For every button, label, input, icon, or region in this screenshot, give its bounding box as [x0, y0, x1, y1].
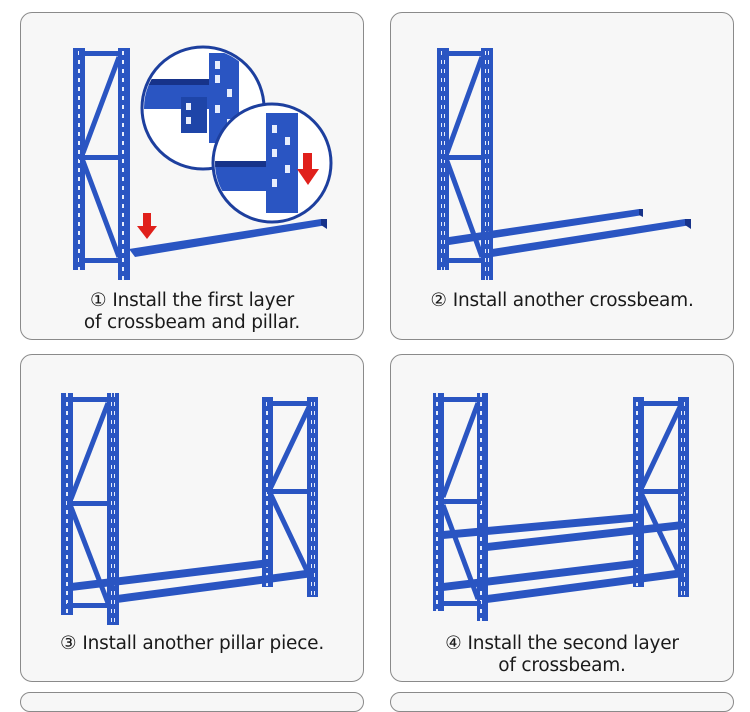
step-number: ④: [445, 633, 462, 654]
crossbeam: [443, 513, 641, 539]
step-number: ③: [59, 633, 77, 654]
pillar-frame: [633, 397, 689, 597]
step-number: ②: [430, 290, 447, 311]
step-1-illustration: [73, 45, 333, 280]
pillar-frame: [61, 393, 119, 625]
crossbeam: [492, 219, 691, 257]
step-4-illustration: [433, 393, 689, 621]
step-3-illustration: [61, 393, 318, 625]
crossbeam: [443, 559, 641, 591]
pillar-frame: [437, 48, 493, 280]
crossbeam: [71, 559, 269, 591]
down-arrow-icon: [137, 213, 157, 239]
pillar-frame: [262, 397, 318, 597]
pillar-frame: [73, 48, 130, 280]
step-2-illustration: [437, 48, 691, 280]
crossbeam: [449, 209, 643, 245]
crossbeam: [117, 569, 313, 603]
crossbeam: [487, 569, 683, 603]
crossbeam: [487, 521, 683, 551]
magnify-detail-icon: [211, 102, 333, 224]
step-number: ①: [89, 290, 107, 311]
next-step-card-partial: [390, 692, 734, 712]
crossbeam: [129, 219, 327, 257]
next-step-card-partial: [20, 692, 364, 712]
